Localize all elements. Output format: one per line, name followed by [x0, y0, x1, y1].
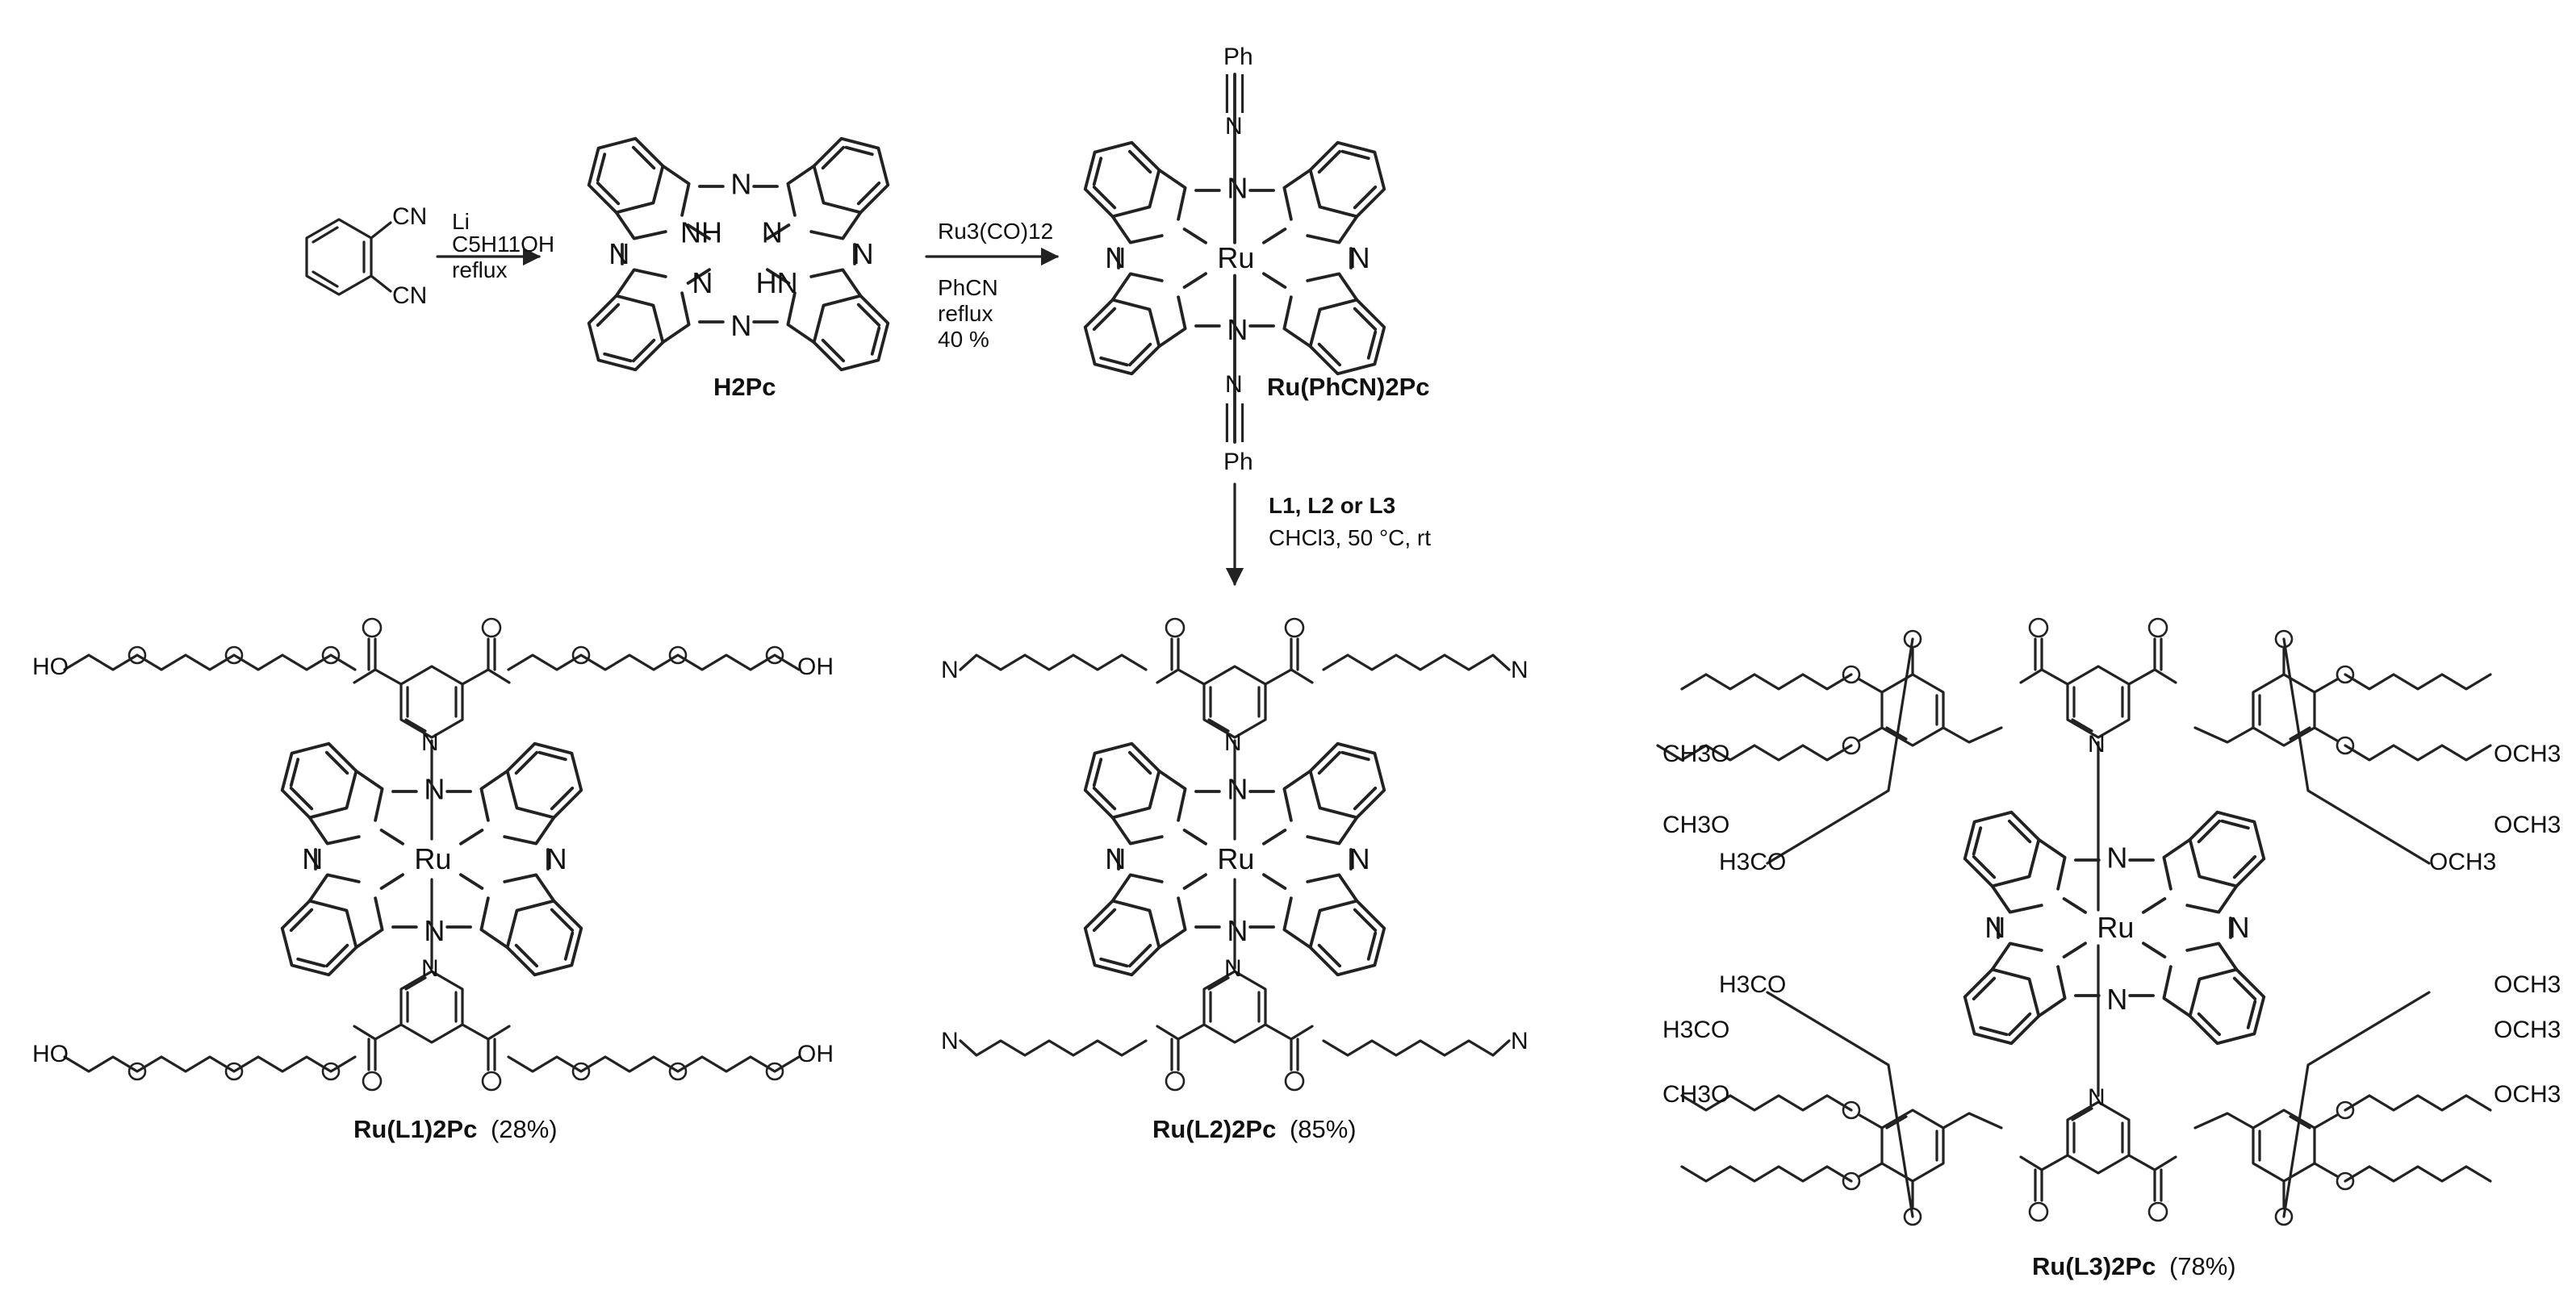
- nitrile-label-1: CN: [392, 203, 427, 230]
- condition-pentanol: C5H11OH: [452, 232, 554, 257]
- ru-l2-pc-structure: Ru N N N N N N: [941, 617, 1528, 1092]
- ru-l1-metal: Ru: [414, 842, 451, 875]
- ru-l2-nme2-top-left: N: [941, 657, 959, 683]
- ru-phcn-pc-structure: Ru: [1068, 73, 1403, 444]
- n-top: N: [1225, 113, 1243, 140]
- h2pc-name: H2Pc: [713, 373, 776, 401]
- ru-phcn-pc-name: Ru(PhCN)2Pc: [1267, 373, 1430, 401]
- ru-l3-pc-name: Ru(L3)2Pc: [2032, 1252, 2156, 1280]
- condition-reflux-2: reflux: [938, 301, 993, 326]
- ph-top: Ph: [1223, 44, 1253, 70]
- ru-l3-och3-4: OCH3: [2494, 971, 2561, 998]
- ru-l3-och3-6: OCH3: [2494, 1081, 2561, 1108]
- ru-l3-h3co-2: H3CO: [1719, 971, 1786, 998]
- condition-chcl3: CHCl3, 50 °C, rt: [1269, 525, 1431, 550]
- n-bottom: N: [1225, 371, 1243, 398]
- n-inner-2: N: [692, 266, 713, 299]
- ru-l2-pc-label: Ru(L2)2Pc (85%): [1152, 1115, 1357, 1143]
- ru-l1-oh-bottom: OH: [797, 1041, 834, 1067]
- ru-l2-pc-name: Ru(L2)2Pc: [1152, 1115, 1276, 1143]
- h2pc-structure: NH HN N N: [571, 121, 906, 388]
- ru-l1-pc-yield: (28%): [491, 1115, 558, 1143]
- ru-l3-och3-2: OCH3: [2494, 812, 2561, 838]
- condition-ru3co12: Ru3(CO)12: [938, 219, 1053, 244]
- ru-l2-n-top: N: [1224, 729, 1242, 756]
- ru-l3-pc-structure: Ru N N CH3O CH3O H3CO OCH3 OCH3 OCH3 H3: [1656, 617, 2561, 1226]
- ru-l3-och3-3: OCH3: [2429, 849, 2496, 875]
- ru-l3-n-top: N: [2088, 731, 2106, 758]
- ru-l1-ho-bottom: HO: [32, 1041, 69, 1067]
- ru-l1-oh-top: OH: [797, 654, 834, 680]
- ru-l2-metal: Ru: [1217, 842, 1254, 875]
- ru-l2-nme2-top-right: N: [1511, 657, 1528, 683]
- ph-bottom: Ph: [1223, 449, 1253, 475]
- ru-l1-pc-label: Ru(L1)2Pc (28%): [353, 1115, 558, 1143]
- ru-l1-ho-top: HO: [32, 654, 69, 680]
- ru-l3-ch3o-2: CH3O: [1662, 812, 1729, 838]
- ru-l1-n-bottom: N: [421, 955, 439, 982]
- ru-l2-pc-yield: (85%): [1290, 1115, 1357, 1143]
- condition-phcn: PhCN: [938, 275, 998, 300]
- ru-l1-pc-name: Ru(L1)2Pc: [353, 1115, 477, 1143]
- ru-l2-n-bottom: N: [1224, 955, 1242, 982]
- ru-l1-n-top: N: [421, 729, 439, 756]
- ru-l3-och3-1: OCH3: [2494, 741, 2561, 767]
- ru-l3-pc-label: Ru(L3)2Pc (78%): [2032, 1252, 2236, 1280]
- ru-l3-h3co-3: H3CO: [1662, 1017, 1729, 1043]
- ru-l3-h3co-1: H3CO: [1719, 849, 1786, 875]
- ru-l3-och3-5: OCH3: [2494, 1017, 2561, 1043]
- condition-yield-40: 40 %: [938, 327, 989, 352]
- ru-l3-ch3o-3: CH3O: [1662, 1081, 1729, 1108]
- ru-l3-metal: Ru: [2097, 911, 2134, 944]
- ru-l3-ch3o-1: CH3O: [1662, 741, 1729, 767]
- ru-center: Ru: [1217, 241, 1254, 274]
- ru-l3-n-bottom: N: [2088, 1084, 2106, 1111]
- ru-l3-pc-yield: (78%): [2169, 1252, 2236, 1280]
- nh-label: NH: [680, 216, 722, 249]
- condition-ligands: L1, L2 or L3: [1269, 493, 1395, 518]
- ru-l1-pc-structure: Ru N N HO OH HO OH: [32, 617, 834, 1092]
- condition-li: Li: [452, 209, 470, 234]
- ru-l2-nme2-bottom-right: N: [1511, 1028, 1528, 1054]
- hn-label: HN: [756, 266, 798, 299]
- nitrile-label-2: CN: [392, 282, 427, 309]
- ru-l2-nme2-bottom-left: N: [941, 1028, 959, 1054]
- condition-reflux-1: reflux: [452, 257, 507, 282]
- phthalonitrile: CN CN: [305, 203, 427, 309]
- n-inner-1: N: [762, 216, 783, 249]
